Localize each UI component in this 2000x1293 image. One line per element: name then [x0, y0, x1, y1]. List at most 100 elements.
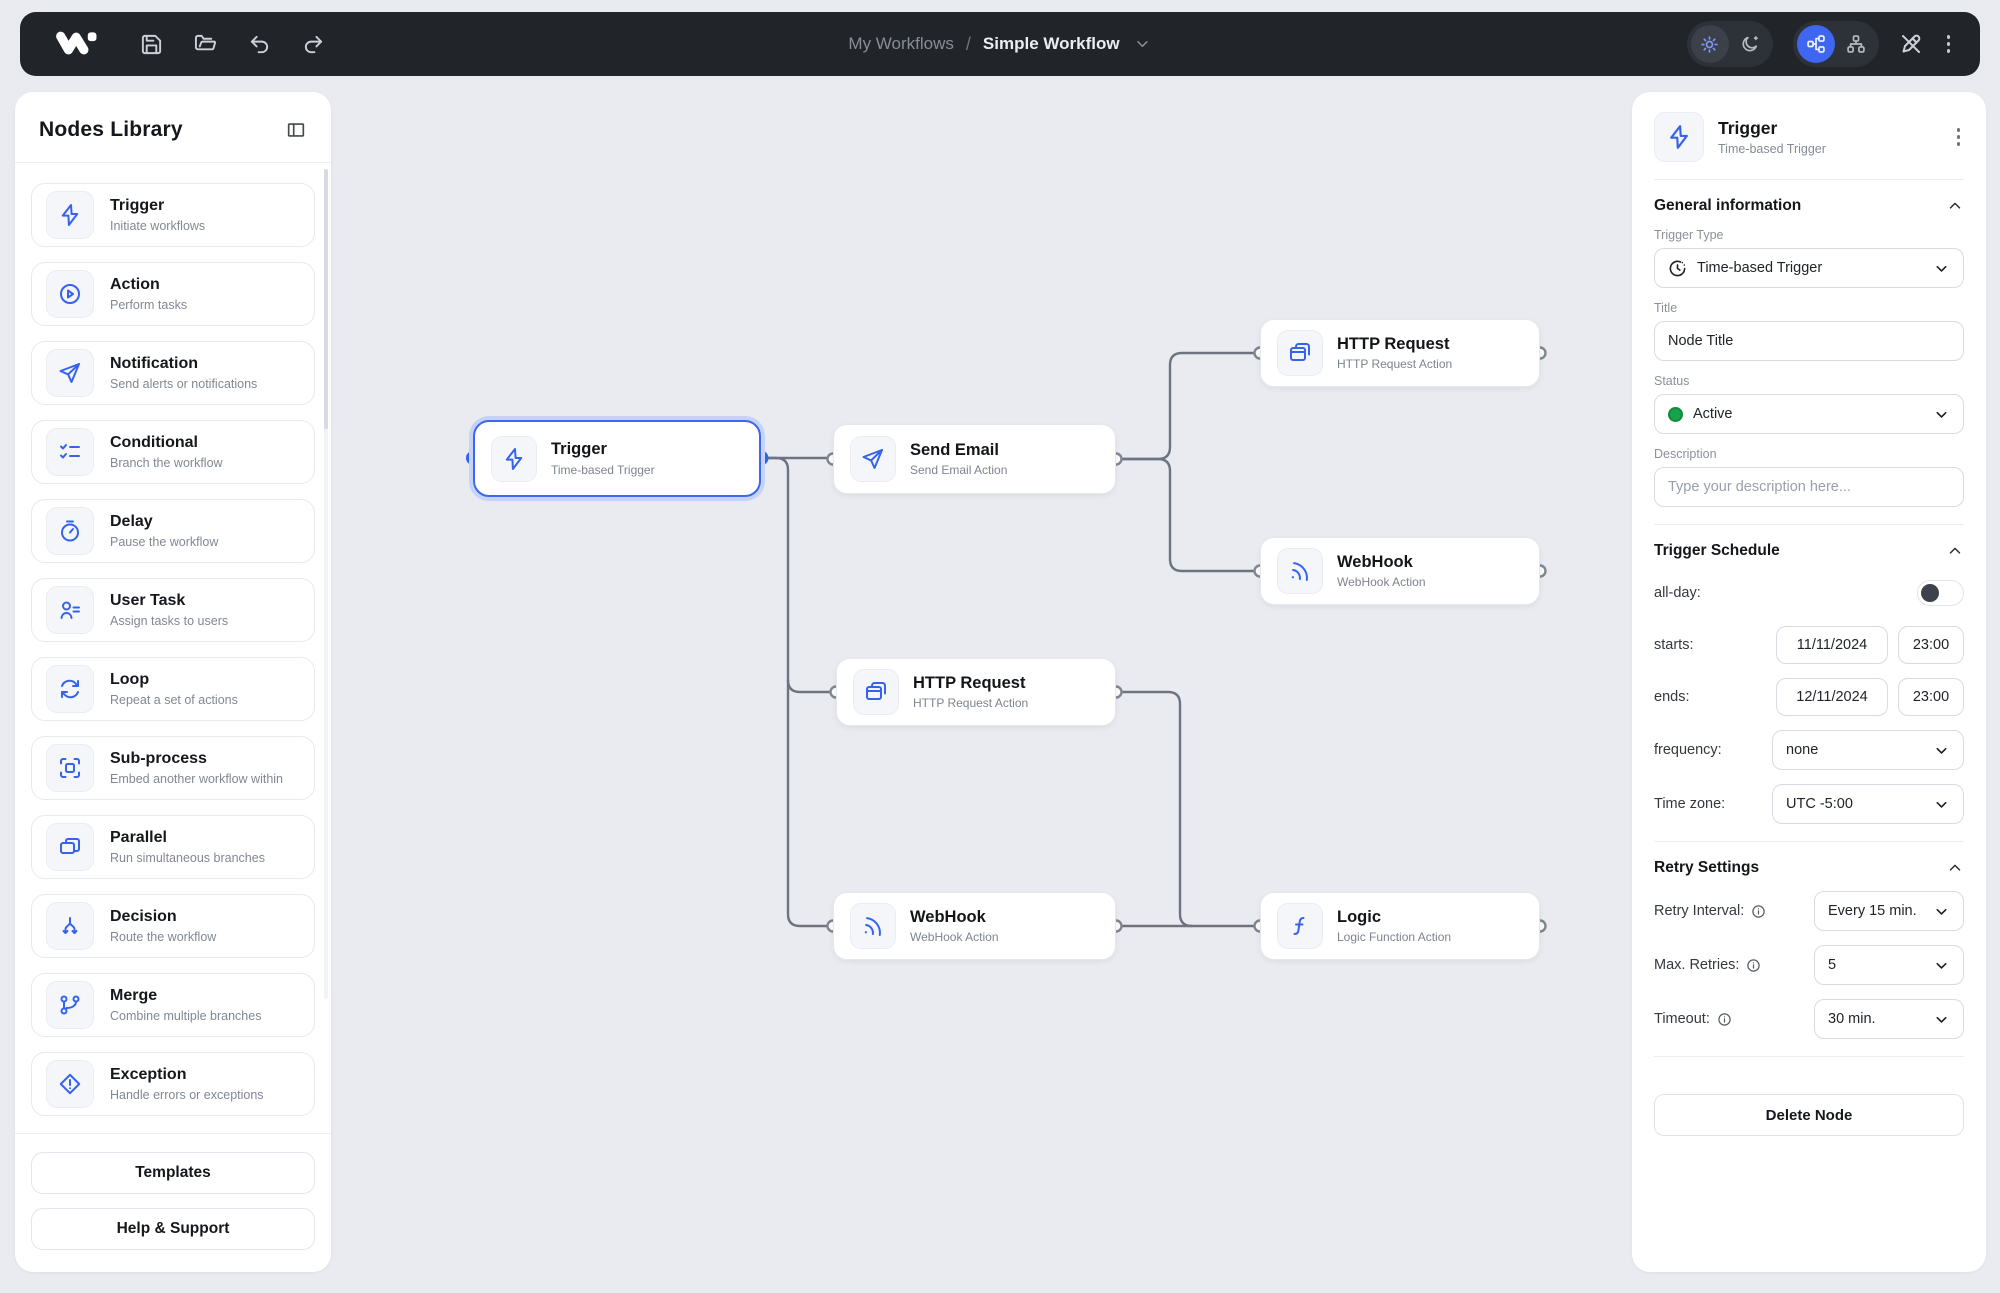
- delete-node-button[interactable]: Delete Node: [1654, 1094, 1964, 1136]
- item-desc: Combine multiple branches: [110, 1008, 262, 1023]
- node-title: Trigger: [551, 440, 607, 459]
- chevron-down-icon: [1933, 957, 1950, 974]
- canvas-node-http-request-2[interactable]: HTTP Request HTTP Request Action: [836, 658, 1116, 726]
- canvas-node-webhook-2[interactable]: WebHook WebHook Action: [833, 892, 1116, 960]
- library-item-merge[interactable]: Merge Combine multiple branches: [31, 973, 315, 1037]
- ends-date-input[interactable]: 12/11/2024: [1776, 678, 1888, 716]
- horizontal-flow-icon[interactable]: [1796, 25, 1835, 63]
- library-item-decision[interactable]: Decision Route the workflow: [31, 894, 315, 958]
- node-subtitle: Logic Function Action: [1337, 930, 1452, 945]
- library-item-sub-process[interactable]: Sub-process Embed another workflow withi…: [31, 736, 315, 800]
- info-icon[interactable]: [1746, 958, 1761, 973]
- library-item-delay[interactable]: Delay Pause the workflow: [31, 499, 315, 563]
- breadcrumb-parent[interactable]: My Workflows: [848, 34, 954, 53]
- chevron-down-icon: [1933, 903, 1950, 920]
- edge-trigger-webhook2: [759, 456, 829, 928]
- canvas-node-send-email[interactable]: Send Email Send Email Action: [833, 424, 1116, 494]
- help-support-button[interactable]: Help & Support: [31, 1208, 315, 1250]
- frequency-select[interactable]: none: [1772, 730, 1964, 770]
- info-icon[interactable]: [1751, 904, 1766, 919]
- library-item-exception[interactable]: Exception Handle errors or exceptions: [31, 1052, 315, 1116]
- status-label: Status: [1654, 374, 1690, 388]
- description-input[interactable]: [1654, 467, 1964, 507]
- play-circle-icon: [46, 270, 94, 318]
- vertical-flow-icon[interactable]: [1837, 25, 1875, 63]
- canvas-node-webhook-1[interactable]: WebHook WebHook Action: [1260, 537, 1540, 605]
- max-retries-select[interactable]: 5: [1814, 945, 1964, 985]
- save-icon[interactable]: [140, 32, 164, 56]
- chevron-down-icon: [1933, 796, 1950, 813]
- starts-date-input[interactable]: 11/11/2024: [1776, 626, 1888, 664]
- collapse-chevron-up-icon[interactable]: [1946, 542, 1964, 560]
- app-logo[interactable]: [52, 26, 110, 62]
- status-select[interactable]: Active: [1654, 394, 1964, 434]
- collapse-chevron-up-icon[interactable]: [1946, 197, 1964, 215]
- canvas-node-trigger[interactable]: Trigger Time-based Trigger: [473, 420, 761, 497]
- library-item-conditional[interactable]: Conditional Branch the workflow: [31, 420, 315, 484]
- loop-icon: [46, 665, 94, 713]
- folder-open-icon[interactable]: [194, 32, 218, 56]
- zap-icon: [46, 191, 94, 239]
- item-label: Trigger: [110, 197, 165, 215]
- canvas-node-logic[interactable]: Logic Logic Function Action: [1260, 892, 1540, 960]
- node-title-input[interactable]: [1654, 321, 1964, 361]
- ends-time-input[interactable]: 23:00: [1898, 678, 1964, 716]
- timezone-label: Time zone:: [1654, 796, 1726, 812]
- templates-button[interactable]: Templates: [31, 1152, 315, 1194]
- max-retries-label: Max. Retries:: [1654, 957, 1740, 973]
- split-icon: [46, 902, 94, 950]
- trigger-type-label: Trigger Type: [1654, 228, 1724, 242]
- item-desc: Initiate workflows: [110, 218, 206, 233]
- trigger-type-select[interactable]: Time-based Trigger: [1654, 248, 1964, 288]
- library-item-user-task[interactable]: User Task Assign tasks to users: [31, 578, 315, 642]
- divider: [15, 162, 331, 163]
- breadcrumb-current: Simple Workflow: [982, 34, 1120, 53]
- item-label: Parallel: [110, 829, 167, 847]
- panel-collapse-icon[interactable]: [285, 119, 307, 141]
- starts-time-input[interactable]: 23:00: [1898, 626, 1964, 664]
- node-title: HTTP Request: [1337, 334, 1450, 353]
- collapse-chevron-up-icon[interactable]: [1946, 859, 1964, 877]
- canvas-node-http-request-1[interactable]: HTTP Request HTTP Request Action: [1260, 319, 1540, 387]
- all-day-toggle[interactable]: [1917, 580, 1964, 606]
- library-item-trigger[interactable]: Trigger Initiate workflows: [31, 183, 315, 247]
- status-active-dot: [1668, 406, 1683, 422]
- frequency-value: none: [1786, 742, 1819, 758]
- nodes-library-sidebar: Nodes Library Trigger Initiate workflows…: [15, 92, 331, 1272]
- undo-icon[interactable]: [248, 32, 272, 56]
- chevron-down-icon: [1933, 1011, 1950, 1028]
- pencil-off-icon[interactable]: [1899, 32, 1923, 56]
- library-item-loop[interactable]: Loop Repeat a set of actions: [31, 657, 315, 721]
- sidebar-scrollbar[interactable]: [324, 169, 328, 999]
- dark-mode-moon-icon[interactable]: [1731, 25, 1769, 63]
- timezone-select[interactable]: UTC -5:00: [1772, 784, 1964, 824]
- list-checks-icon: [46, 428, 94, 476]
- item-label: Conditional: [110, 434, 198, 452]
- max-retries-value: 5: [1828, 957, 1837, 973]
- node-options-kebab-icon[interactable]: [1953, 124, 1965, 150]
- redo-icon[interactable]: [302, 32, 326, 56]
- light-mode-sun-icon[interactable]: [1690, 25, 1729, 63]
- chevron-down-icon[interactable]: [1134, 35, 1152, 53]
- timezone-value: UTC -5:00: [1786, 796, 1853, 812]
- retry-interval-select[interactable]: Every 15 min.: [1814, 891, 1964, 931]
- timeout-select[interactable]: 30 min.: [1814, 999, 1964, 1039]
- node-subtitle: WebHook Action: [910, 930, 999, 945]
- library-item-parallel[interactable]: Parallel Run simultaneous branches: [31, 815, 315, 879]
- library-item-notification[interactable]: Notification Send alerts or notification…: [31, 341, 315, 405]
- retry-interval-label: Retry Interval:: [1654, 903, 1745, 919]
- edge-sendemail-webhook1: [1120, 457, 1256, 573]
- node-subtitle: Time-based Trigger: [551, 462, 655, 477]
- more-options-kebab-icon[interactable]: [1943, 31, 1955, 57]
- function-icon: [1277, 903, 1323, 949]
- info-icon[interactable]: [1717, 1012, 1732, 1027]
- divider: [1654, 524, 1964, 525]
- node-subtitle: Send Email Action: [910, 463, 1008, 478]
- library-item-action[interactable]: Action Perform tasks: [31, 262, 315, 326]
- item-desc: Send alerts or notifications: [110, 376, 258, 391]
- user-list-icon: [46, 586, 94, 634]
- item-label: Action: [110, 276, 160, 294]
- item-desc: Assign tasks to users: [110, 613, 229, 628]
- zap-icon: [491, 435, 537, 482]
